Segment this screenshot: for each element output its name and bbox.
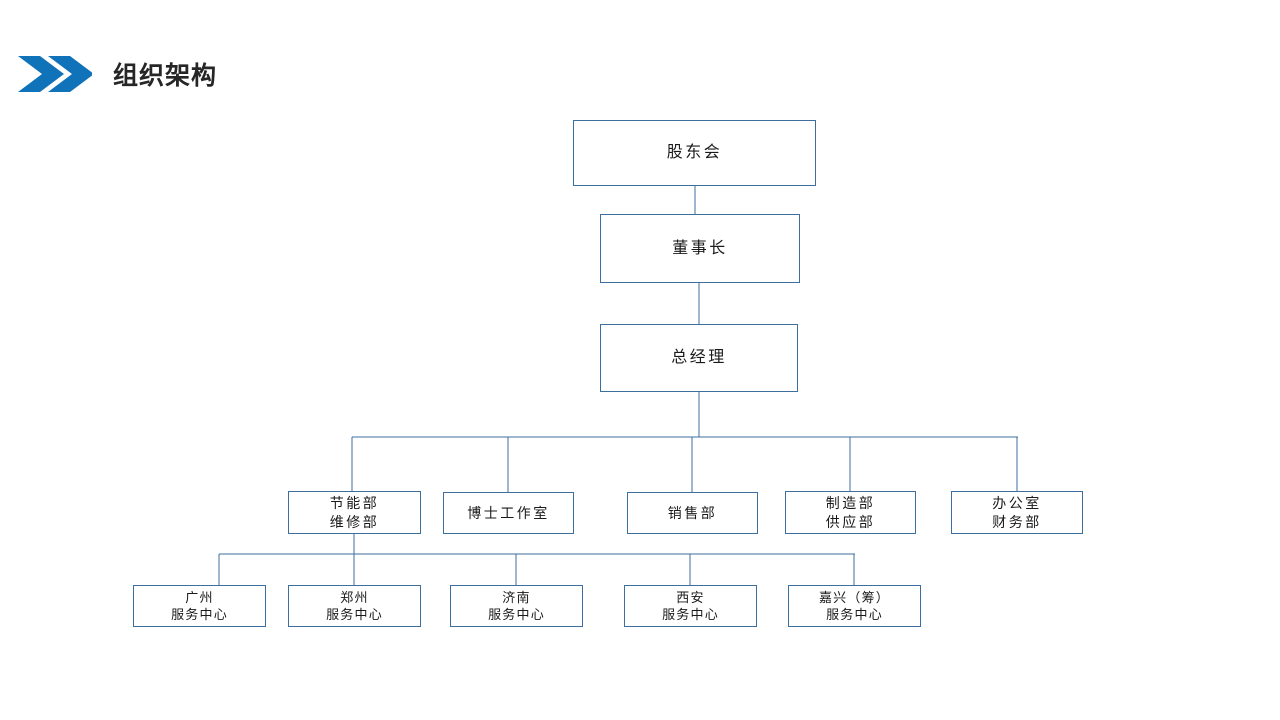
org-node-line: 董事长: [672, 239, 728, 257]
org-node-line: 服务中心: [662, 607, 719, 622]
org-node-line: 服务中心: [326, 607, 383, 622]
org-node-line: 服务中心: [171, 607, 228, 622]
org-node-line: 博士工作室: [467, 504, 550, 521]
org-node-line: 销售部: [667, 504, 718, 521]
org-node-jiaxing-service-center[interactable]: 嘉兴（筹） 服务中心: [788, 585, 921, 627]
org-node-line: 总经理: [671, 349, 727, 367]
org-node-line: 股东会: [666, 144, 723, 162]
org-node-shareholders[interactable]: 股东会: [573, 120, 816, 186]
org-node-line: 郑州: [340, 589, 369, 605]
org-node-jinan-service-center[interactable]: 济南 服务中心: [450, 585, 583, 627]
org-node-line: 服务中心: [488, 607, 545, 622]
org-node-line: 西安: [676, 589, 705, 605]
org-node-sales-dept[interactable]: 销售部: [627, 492, 758, 534]
org-node-line: 节能部: [329, 495, 380, 512]
org-node-xian-service-center[interactable]: 西安 服务中心: [624, 585, 757, 627]
page-title: 组织架构: [113, 62, 218, 90]
org-node-manufacturing-supply-dept[interactable]: 制造部 供应部: [785, 491, 916, 534]
org-node-line: 财务部: [992, 513, 1042, 530]
org-node-doctoral-workstation[interactable]: 博士工作室: [443, 492, 574, 534]
slide-header: 组织架构: [0, 46, 1280, 106]
org-node-line: 制造部: [825, 495, 876, 512]
org-node-line: 广州: [185, 589, 214, 605]
org-node-line: 供应部: [825, 513, 876, 530]
org-node-energy-maintenance-dept[interactable]: 节能部 维修部: [288, 491, 421, 534]
org-node-line: 济南: [502, 589, 531, 605]
org-node-line: 嘉兴（筹）: [818, 589, 890, 605]
org-node-zhengzhou-service-center[interactable]: 郑州 服务中心: [288, 585, 421, 627]
org-node-general-manager[interactable]: 总经理: [600, 324, 798, 392]
org-node-chairman[interactable]: 董事长: [600, 214, 800, 283]
org-node-guangzhou-service-center[interactable]: 广州 服务中心: [133, 585, 266, 627]
org-node-line: 服务中心: [826, 607, 883, 622]
double-chevron-right-icon: [18, 56, 92, 92]
org-node-line: 维修部: [329, 513, 380, 530]
org-node-office-finance-dept[interactable]: 办公室 财务部: [951, 491, 1083, 534]
org-node-line: 办公室: [992, 495, 1042, 512]
